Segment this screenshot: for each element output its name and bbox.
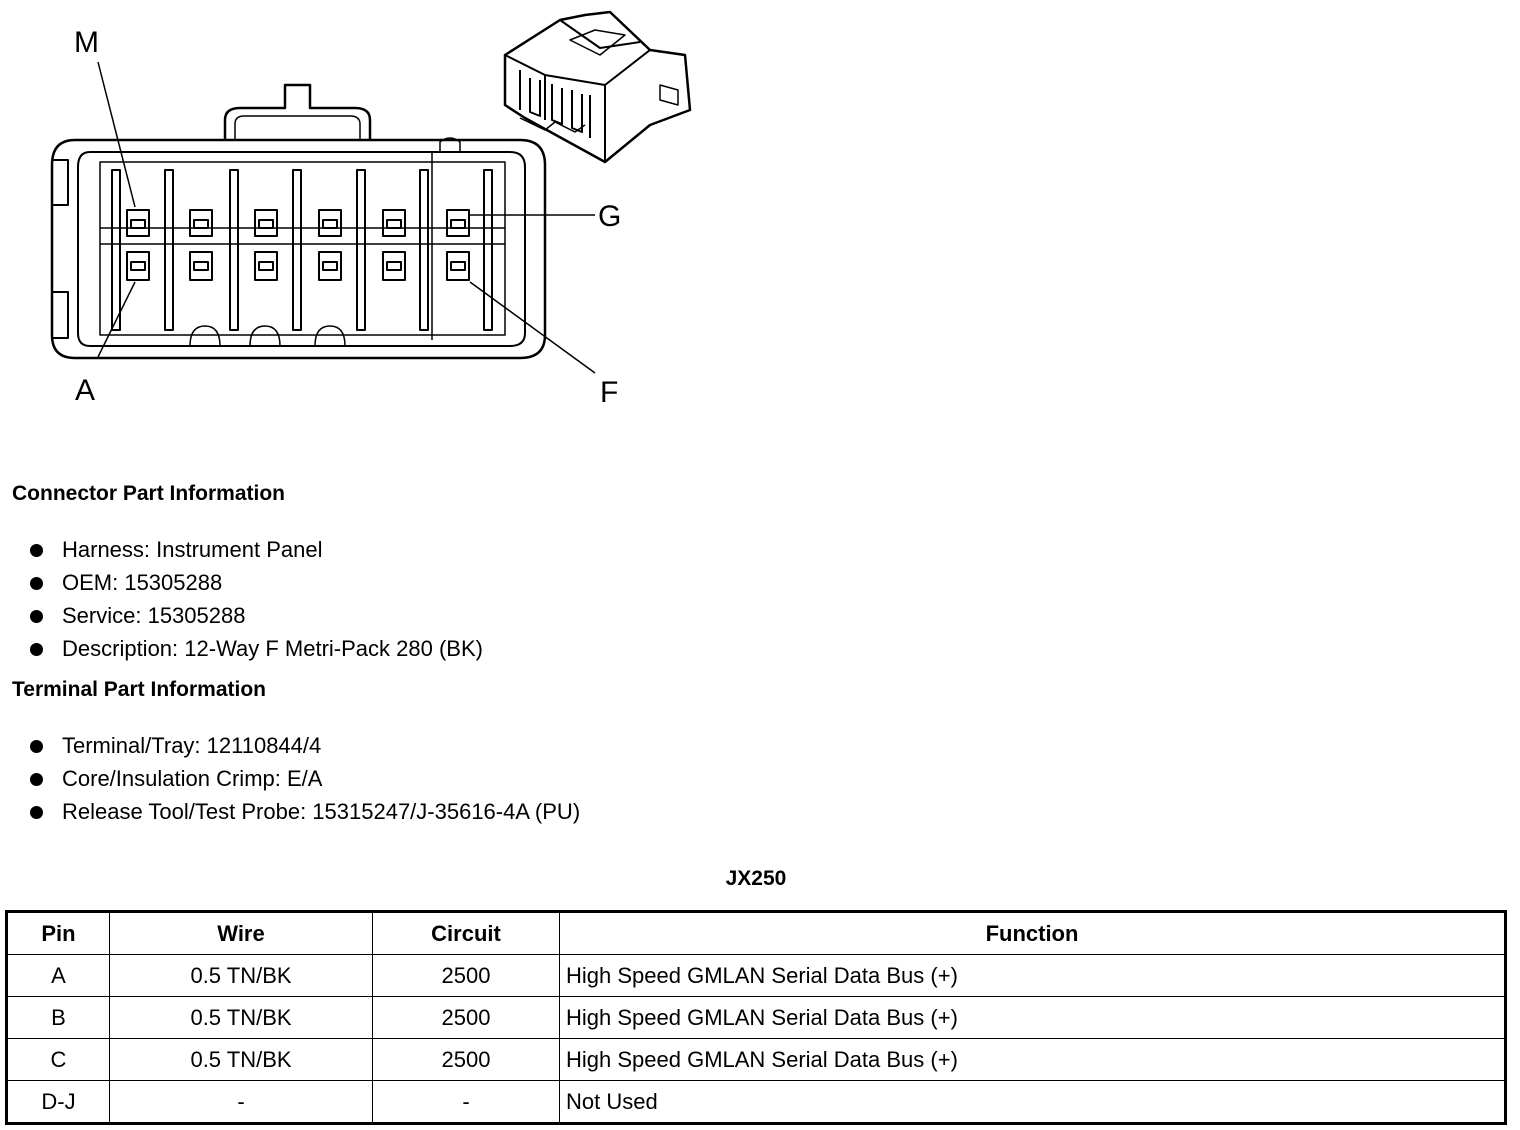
pin-cell: A (6, 954, 110, 997)
bullet-icon (30, 643, 43, 656)
bullet-icon (30, 773, 43, 786)
list-item: Terminal/Tray: 12110844/4 (30, 729, 580, 762)
column-header-wire: Wire (109, 911, 373, 955)
column-header-circuit: Circuit (372, 911, 560, 955)
wire-cell: 0.5 TN/BK (109, 1038, 373, 1081)
list-item: Harness: Instrument Panel (30, 533, 483, 566)
terminal-info-list: Terminal/Tray: 12110844/4 Core/Insulatio… (30, 729, 580, 828)
wire-cell: 0.5 TN/BK (109, 954, 373, 997)
terminal-info-title: Terminal Part Information (12, 678, 266, 701)
connector-diagram: M G A F (50, 10, 692, 409)
table-row: A 0.5 TN/BK 2500 High Speed GMLAN Serial… (6, 954, 1506, 997)
circuit-cell: - (372, 1080, 560, 1124)
table-row: D-J - - Not Used (6, 1080, 1506, 1124)
list-item: Core/Insulation Crimp: E/A (30, 762, 580, 795)
function-cell: Not Used (559, 1080, 1506, 1124)
connector-info-title: Connector Part Information (12, 482, 286, 505)
bullet-icon (30, 740, 43, 753)
bullet-icon (30, 544, 43, 557)
table-header-row: Pin Wire Circuit Function (6, 911, 1506, 955)
list-item: Description: 12-Way F Metri-Pack 280 (BK… (30, 632, 483, 665)
bullet-icon (30, 806, 43, 819)
pin-cell: D-J (6, 1080, 110, 1124)
bullet-icon (30, 577, 43, 590)
column-header-function: Function (559, 911, 1506, 955)
circuit-cell: 2500 (372, 954, 560, 997)
circuit-cell: 2500 (372, 996, 560, 1039)
function-cell: High Speed GMLAN Serial Data Bus (+) (559, 954, 1506, 997)
connector-info-list: Harness: Instrument Panel OEM: 15305288 … (30, 533, 483, 665)
callout-g: G (598, 200, 621, 233)
wire-cell: - (109, 1080, 373, 1124)
bullet-icon (30, 610, 43, 623)
callout-a: A (75, 374, 95, 407)
table-row: C 0.5 TN/BK 2500 High Speed GMLAN Serial… (6, 1038, 1506, 1081)
table-row: B 0.5 TN/BK 2500 High Speed GMLAN Serial… (6, 996, 1506, 1039)
pin-table: Pin Wire Circuit Function A 0.5 TN/BK 25… (5, 910, 1507, 1125)
callout-m: M (74, 26, 99, 59)
list-item: Release Tool/Test Probe: 15315247/J-3561… (30, 795, 580, 828)
column-header-pin: Pin (6, 911, 110, 955)
wire-cell: 0.5 TN/BK (109, 996, 373, 1039)
callout-f: F (600, 376, 618, 409)
pin-cell: C (6, 1038, 110, 1081)
list-item: Service: 15305288 (30, 599, 483, 632)
list-item: OEM: 15305288 (30, 566, 483, 599)
pin-cell: B (6, 996, 110, 1039)
table-title: JX250 (725, 867, 787, 890)
function-cell: High Speed GMLAN Serial Data Bus (+) (559, 996, 1506, 1039)
circuit-cell: 2500 (372, 1038, 560, 1081)
function-cell: High Speed GMLAN Serial Data Bus (+) (559, 1038, 1506, 1081)
